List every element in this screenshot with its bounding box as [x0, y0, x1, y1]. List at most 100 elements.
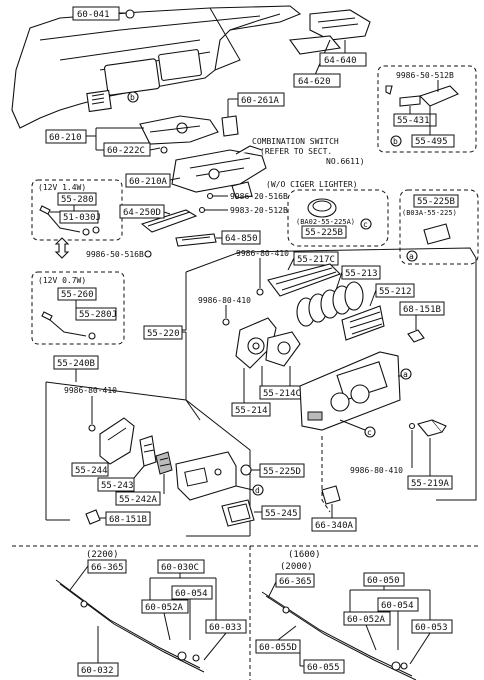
svg-text:64-620: 64-620	[298, 77, 331, 87]
inset-box-b	[377, 65, 477, 153]
part-label-60-261A: 60-261A	[237, 92, 285, 107]
part-label-60-041: 60-041	[72, 6, 120, 21]
part-label-55-240B: 55-240B	[53, 355, 99, 370]
pocket-part	[221, 499, 255, 527]
switch-part-55-243	[139, 435, 157, 467]
without-cigar-lighter-note: (W/O CIGER LIGHTER)	[266, 180, 358, 189]
part-label-55-217C: 55-217C	[293, 251, 339, 266]
part-label-60-055: 60-055	[303, 659, 345, 674]
callout-d: d	[252, 484, 264, 496]
svg-text:60-054: 60-054	[381, 601, 414, 611]
svg-text:51-030J: 51-030J	[63, 213, 101, 223]
svg-text:d: d	[255, 486, 260, 495]
svg-text:60-222C: 60-222C	[107, 146, 145, 156]
svg-text:68-151B: 68-151B	[109, 515, 147, 525]
part-label-60-054-right: 60-054	[377, 597, 419, 612]
svg-text:60-041: 60-041	[77, 10, 110, 20]
part-label-60-050: 60-050	[363, 572, 405, 587]
inset-box-cigar	[287, 189, 389, 247]
part-label-55-225D: 55-225D	[259, 463, 305, 478]
part-label-60-052A-right: 60-052A	[343, 611, 391, 626]
callout-a-bezel: a	[400, 368, 412, 380]
svg-text:66-365: 66-365	[279, 577, 312, 587]
part-label-55-212: 55-212	[375, 283, 415, 298]
hazard-switch-part	[221, 115, 239, 137]
svg-text:(REFER TO SECT.: (REFER TO SECT.	[260, 147, 332, 156]
svg-text:(BA02-55-225A): (BA02-55-225A)	[296, 218, 355, 226]
variant-2000-label: (2000)	[280, 562, 313, 572]
part-label-66-340A: 66-340A	[311, 517, 357, 532]
combination-switch-note: COMBINATION SWITCH	[252, 137, 339, 146]
inset-box-bulb-07w	[31, 271, 125, 345]
screw-label-9986-50-516B: 9986-50-516B	[86, 250, 144, 259]
part-label-55-280J: 55-280J	[75, 307, 117, 321]
svg-text:(12V 0.7W): (12V 0.7W)	[38, 276, 86, 285]
part-label-64-620: 64-620	[293, 73, 341, 88]
svg-text:55-214: 55-214	[235, 406, 268, 416]
part-label-55-219A: 55-219A	[407, 475, 453, 490]
center-bezel-part	[299, 351, 401, 431]
part-label-60-053: 60-053	[411, 619, 453, 634]
svg-text:55-242A: 55-242A	[119, 495, 158, 505]
heater-control-part	[235, 317, 301, 369]
svg-text:60-055D: 60-055D	[259, 643, 297, 653]
part-label-55-220: 55-220	[143, 325, 183, 340]
svg-text:a: a	[409, 252, 414, 261]
part-label-55-260: 55-260	[57, 287, 97, 301]
svg-text:55-213: 55-213	[345, 269, 378, 279]
part-label-51-030J: 51-030J	[59, 210, 101, 224]
part-label-55-495: 55-495	[411, 134, 455, 148]
group-bracket-55-220	[185, 247, 477, 501]
svg-text:(12V 1.4W): (12V 1.4W)	[38, 183, 86, 192]
svg-text:60-261A: 60-261A	[241, 96, 280, 106]
part-label-60-210A: 60-210A	[125, 173, 171, 188]
svg-text:55-219A: 55-219A	[411, 479, 450, 489]
svg-text:64-250D: 64-250D	[123, 208, 161, 218]
part-label-66-365-left: 66-365	[87, 559, 127, 574]
svg-text:60-030C: 60-030C	[161, 563, 199, 573]
part-label-60-055D: 60-055D	[255, 639, 301, 654]
clip-part	[85, 509, 101, 525]
svg-text:55-225D: 55-225D	[263, 467, 301, 477]
part-label-55-245: 55-245	[261, 505, 301, 520]
svg-text:55-431: 55-431	[397, 116, 430, 126]
part-label-60-052A-left: 60-052A	[141, 599, 189, 614]
svg-text:55-260: 55-260	[61, 290, 94, 300]
part-label-55-214: 55-214	[231, 402, 271, 417]
cigar-plug-part	[307, 198, 337, 218]
variant-2200-label: (2200)	[86, 550, 119, 560]
throttle-cable-right	[261, 591, 413, 677]
svg-text:9986-80-410: 9986-80-410	[236, 249, 289, 258]
svg-text:66-365: 66-365	[91, 563, 124, 573]
part-label-68-151B-left: 68-151B	[105, 511, 151, 526]
part-label-60-210: 60-210	[45, 129, 87, 144]
svg-text:60-053: 60-053	[415, 623, 448, 633]
svg-text:60-054: 60-054	[175, 589, 208, 599]
svg-text:60-033: 60-033	[209, 623, 242, 633]
switch-panel-part	[140, 209, 198, 233]
blank-cap-part	[423, 223, 451, 245]
part-label-55-244: 55-244	[71, 462, 109, 477]
part-label-60-033: 60-033	[205, 619, 247, 634]
svg-text:68-151B: 68-151B	[403, 305, 441, 315]
group-bracket-55-240B	[45, 381, 251, 476]
svg-text:55-212: 55-212	[379, 287, 412, 297]
screw-label-9983-20-512B: 9983-20-512B	[230, 206, 288, 215]
svg-text:b: b	[130, 93, 135, 102]
switch-panel-lower-part	[175, 451, 237, 501]
svg-text:60-052A: 60-052A	[145, 603, 184, 613]
svg-text:60-210: 60-210	[49, 133, 82, 143]
callout-b-dashboard: b	[127, 91, 139, 103]
svg-text:9986-80-410: 9986-80-410	[64, 386, 117, 395]
svg-text:55-220: 55-220	[147, 329, 180, 339]
svg-text:55-245: 55-245	[265, 509, 298, 519]
console-cover-part	[289, 9, 371, 55]
svg-text:60-032: 60-032	[81, 666, 114, 676]
svg-text:55-243: 55-243	[101, 481, 134, 491]
vent-louvers-part	[296, 281, 364, 327]
svg-text:c: c	[367, 428, 372, 437]
svg-text:55-240B: 55-240B	[57, 359, 95, 369]
callout-c-bezel: c	[364, 426, 376, 438]
svg-text:55-495: 55-495	[415, 137, 448, 147]
